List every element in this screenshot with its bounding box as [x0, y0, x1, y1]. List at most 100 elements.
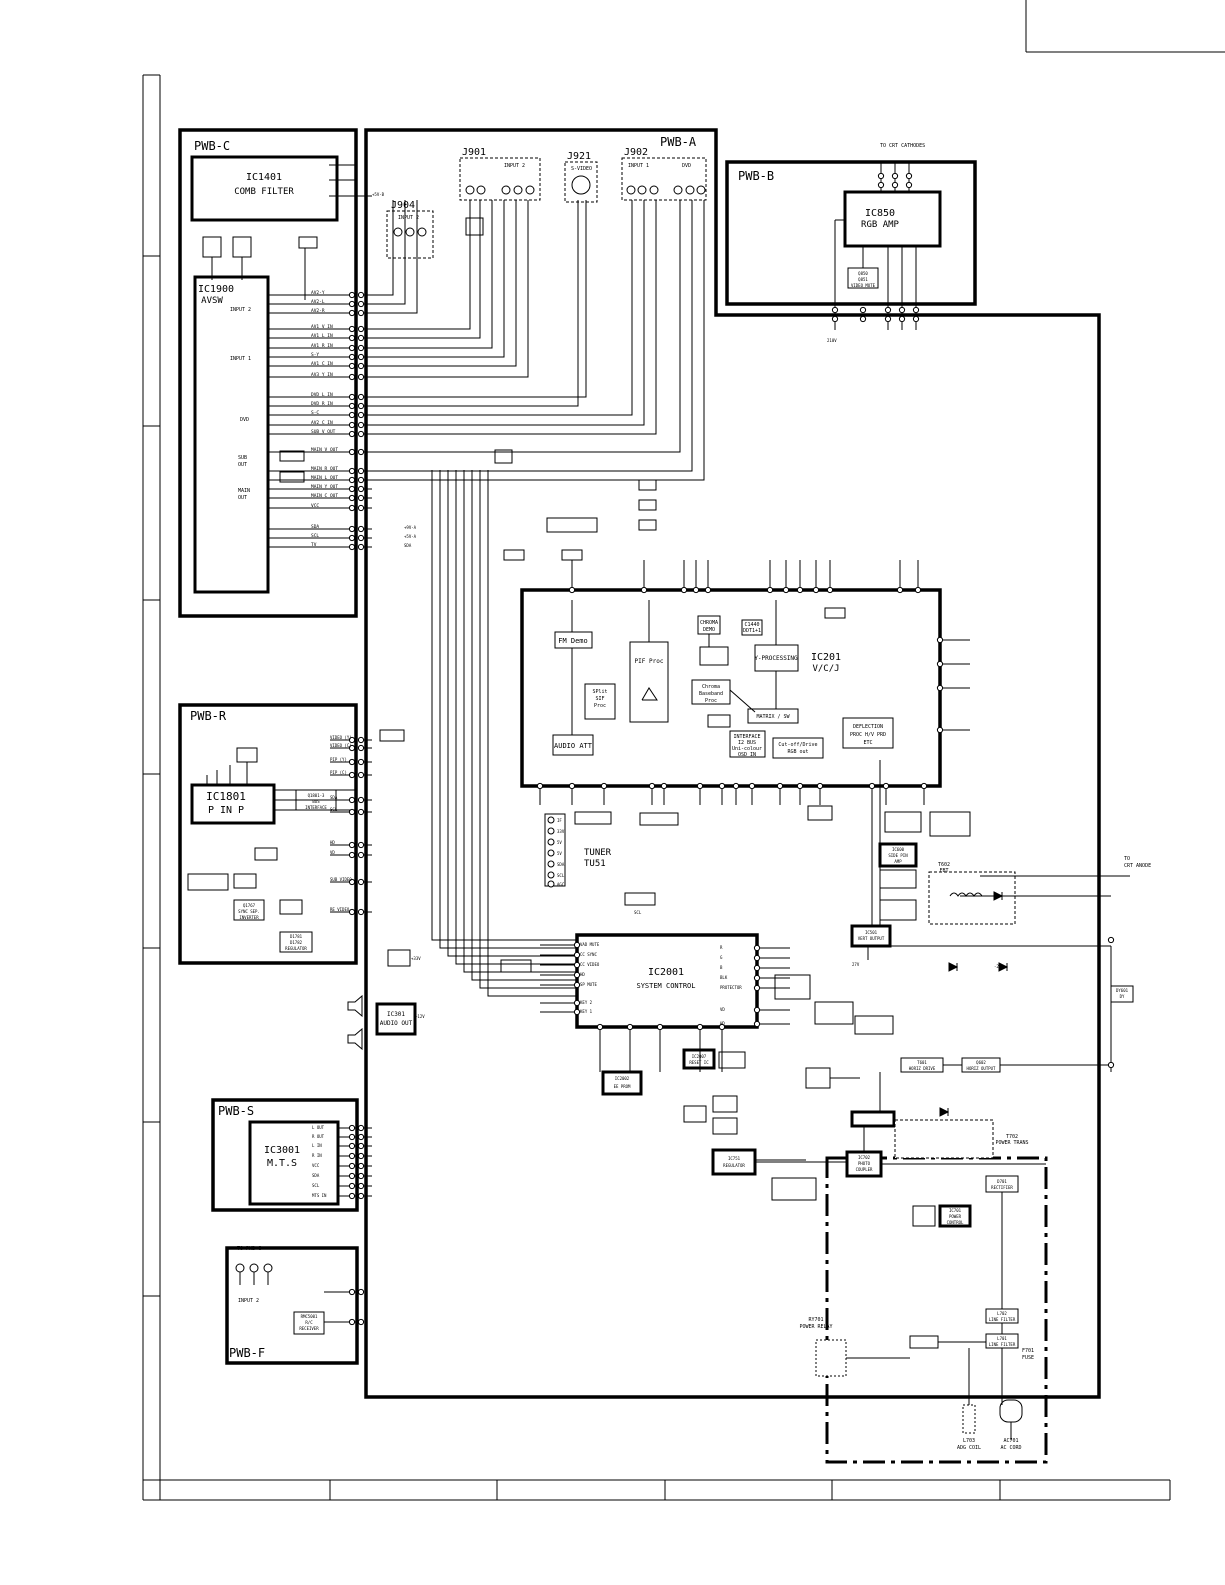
- svg-text:D1782: D1782: [290, 940, 303, 945]
- connector-pin: [357, 476, 365, 484]
- av-jack: [263, 1263, 273, 1273]
- ic1900-pin-label: SDA: [311, 524, 319, 530]
- ic3001-pin-label: R IN: [312, 1153, 322, 1158]
- av-jack: [235, 1263, 245, 1273]
- connector-pin: [348, 534, 356, 542]
- connector-pin: [692, 586, 700, 594]
- svg-text:SUB: SUB: [238, 455, 247, 461]
- svg-text:T601: T601: [917, 1060, 927, 1065]
- signal-run: [487, 470, 577, 997]
- connector-pin: [348, 796, 356, 804]
- connector-pin: [348, 309, 356, 317]
- signal-run: [372, 200, 471, 330]
- connector-pin: [348, 878, 356, 886]
- ic1900-pin-label: VCC: [311, 503, 319, 509]
- svg-text:RMC5001: RMC5001: [301, 1314, 318, 1319]
- svg-text:SYNC SEP.: SYNC SEP.: [238, 909, 260, 914]
- connector-pin: [782, 586, 790, 594]
- svg-text:33V: 33V: [557, 829, 565, 834]
- connector-pin: [936, 684, 944, 692]
- svg-text:RESET IC: RESET IC: [689, 1060, 709, 1065]
- svg-text:IC702: IC702: [858, 1155, 871, 1160]
- ic301-box: [375, 1002, 417, 1036]
- connector-pin: [357, 1192, 365, 1200]
- connector-pin: [357, 744, 365, 752]
- signal-run: [372, 200, 705, 481]
- connector-pin: [348, 421, 356, 429]
- svg-text:F701: F701: [1022, 1348, 1034, 1354]
- connector-pin: [573, 971, 581, 979]
- signal-run: [471, 470, 577, 981]
- connector-pin: [357, 543, 365, 551]
- svg-text:OSD IN: OSD IN: [738, 752, 756, 758]
- svg-text:AC701: AC701: [1003, 1438, 1018, 1444]
- ic3001-pin-label: L OUT: [312, 1125, 325, 1130]
- connector-pin: [882, 782, 890, 790]
- ic2001-pin-label: B: [720, 965, 723, 970]
- svg-text:CHROMA: CHROMA: [700, 620, 718, 626]
- svg-text:PHOTO: PHOTO: [858, 1161, 871, 1166]
- svg-text:BUS: BUS: [312, 799, 320, 804]
- svg-text:I2 BUS: I2 BUS: [738, 740, 756, 746]
- connector-pin: [357, 504, 365, 512]
- fm-demo-label: FM Demo: [558, 637, 588, 645]
- board-outlines: [178, 128, 1101, 1399]
- svg-text:Uni-colour: Uni-colour: [732, 746, 762, 752]
- connector-pin: [357, 291, 365, 299]
- connector-pin: [753, 954, 761, 962]
- connector-pin: [776, 782, 784, 790]
- jacks: [386, 157, 707, 259]
- notes: TO CRT CATHODES TO CRT ANODE TO PWB-C SU…: [230, 143, 1151, 1304]
- connector-pin: [357, 325, 365, 333]
- connector-pin: [357, 771, 365, 779]
- connector-pin: [898, 315, 906, 323]
- connector-pin: [680, 586, 688, 594]
- svg-text:AGC: AGC: [557, 882, 565, 887]
- svg-text:DEFLECTION: DEFLECTION: [853, 724, 883, 730]
- connector-pin: [831, 315, 839, 323]
- connector-pin: [936, 660, 944, 668]
- ic1900-pin-label: MAIN R OUT: [311, 466, 338, 472]
- connector-pin: [357, 485, 365, 493]
- svg-text:SPlit: SPlit: [592, 689, 607, 695]
- ic1900-pin-label: SUB V OUT: [311, 429, 336, 435]
- ic2001-pin-label: CC VIDEO: [580, 962, 600, 967]
- svg-text:INTERFACE: INTERFACE: [305, 805, 327, 810]
- svg-text:SIDE PIN: SIDE PIN: [888, 853, 908, 858]
- connector-pin: [732, 782, 740, 790]
- ic1801-name: IC1801: [206, 790, 246, 803]
- connector-pin: [348, 1152, 356, 1160]
- connector-pin: [914, 586, 922, 594]
- signal-run: [372, 200, 633, 416]
- ic2001-pin-label: HD: [720, 1021, 725, 1026]
- connector-pin: [357, 393, 365, 401]
- connector-pin: [718, 782, 726, 790]
- connector-pin: [656, 1023, 664, 1031]
- ic1900-pin-label: DVD L IN: [311, 392, 333, 398]
- ic1801-signal-label: HD: [330, 840, 335, 845]
- signal-run: [439, 470, 577, 949]
- connector-pin: [357, 1162, 365, 1170]
- ic1401-box: [190, 155, 339, 222]
- connector-pin: [348, 393, 356, 401]
- ic1801-signal-label: SUB VIDEO: [330, 877, 352, 882]
- connector-pin: [348, 1172, 356, 1180]
- ic2001-pin-label: CC SYNC: [580, 952, 597, 957]
- connector-pin: [573, 999, 581, 1007]
- ic1801-signal-label: SCL: [330, 807, 338, 812]
- signal-run: [372, 200, 693, 472]
- connector-pin: [859, 306, 867, 314]
- ic2001-pin-label: KEY 1: [580, 1009, 593, 1014]
- signal-run: [372, 200, 517, 367]
- connector-pin: [891, 181, 899, 189]
- j904-box: [386, 210, 434, 259]
- connector-pin: [831, 306, 839, 314]
- connector-pin: [626, 1023, 634, 1031]
- ic1801-signal-label: PIP (C): [330, 770, 347, 775]
- connector-pin: [348, 543, 356, 551]
- svg-text:DVD: DVD: [240, 417, 249, 423]
- fbt-coil: [949, 892, 983, 897]
- ic3001-box: [248, 1120, 340, 1206]
- jack-labels: J901 J921 J902 J904 INPUT 2 S-VIDEO INPU…: [391, 147, 691, 221]
- ic1900-pin-label: AV2-R: [311, 308, 325, 314]
